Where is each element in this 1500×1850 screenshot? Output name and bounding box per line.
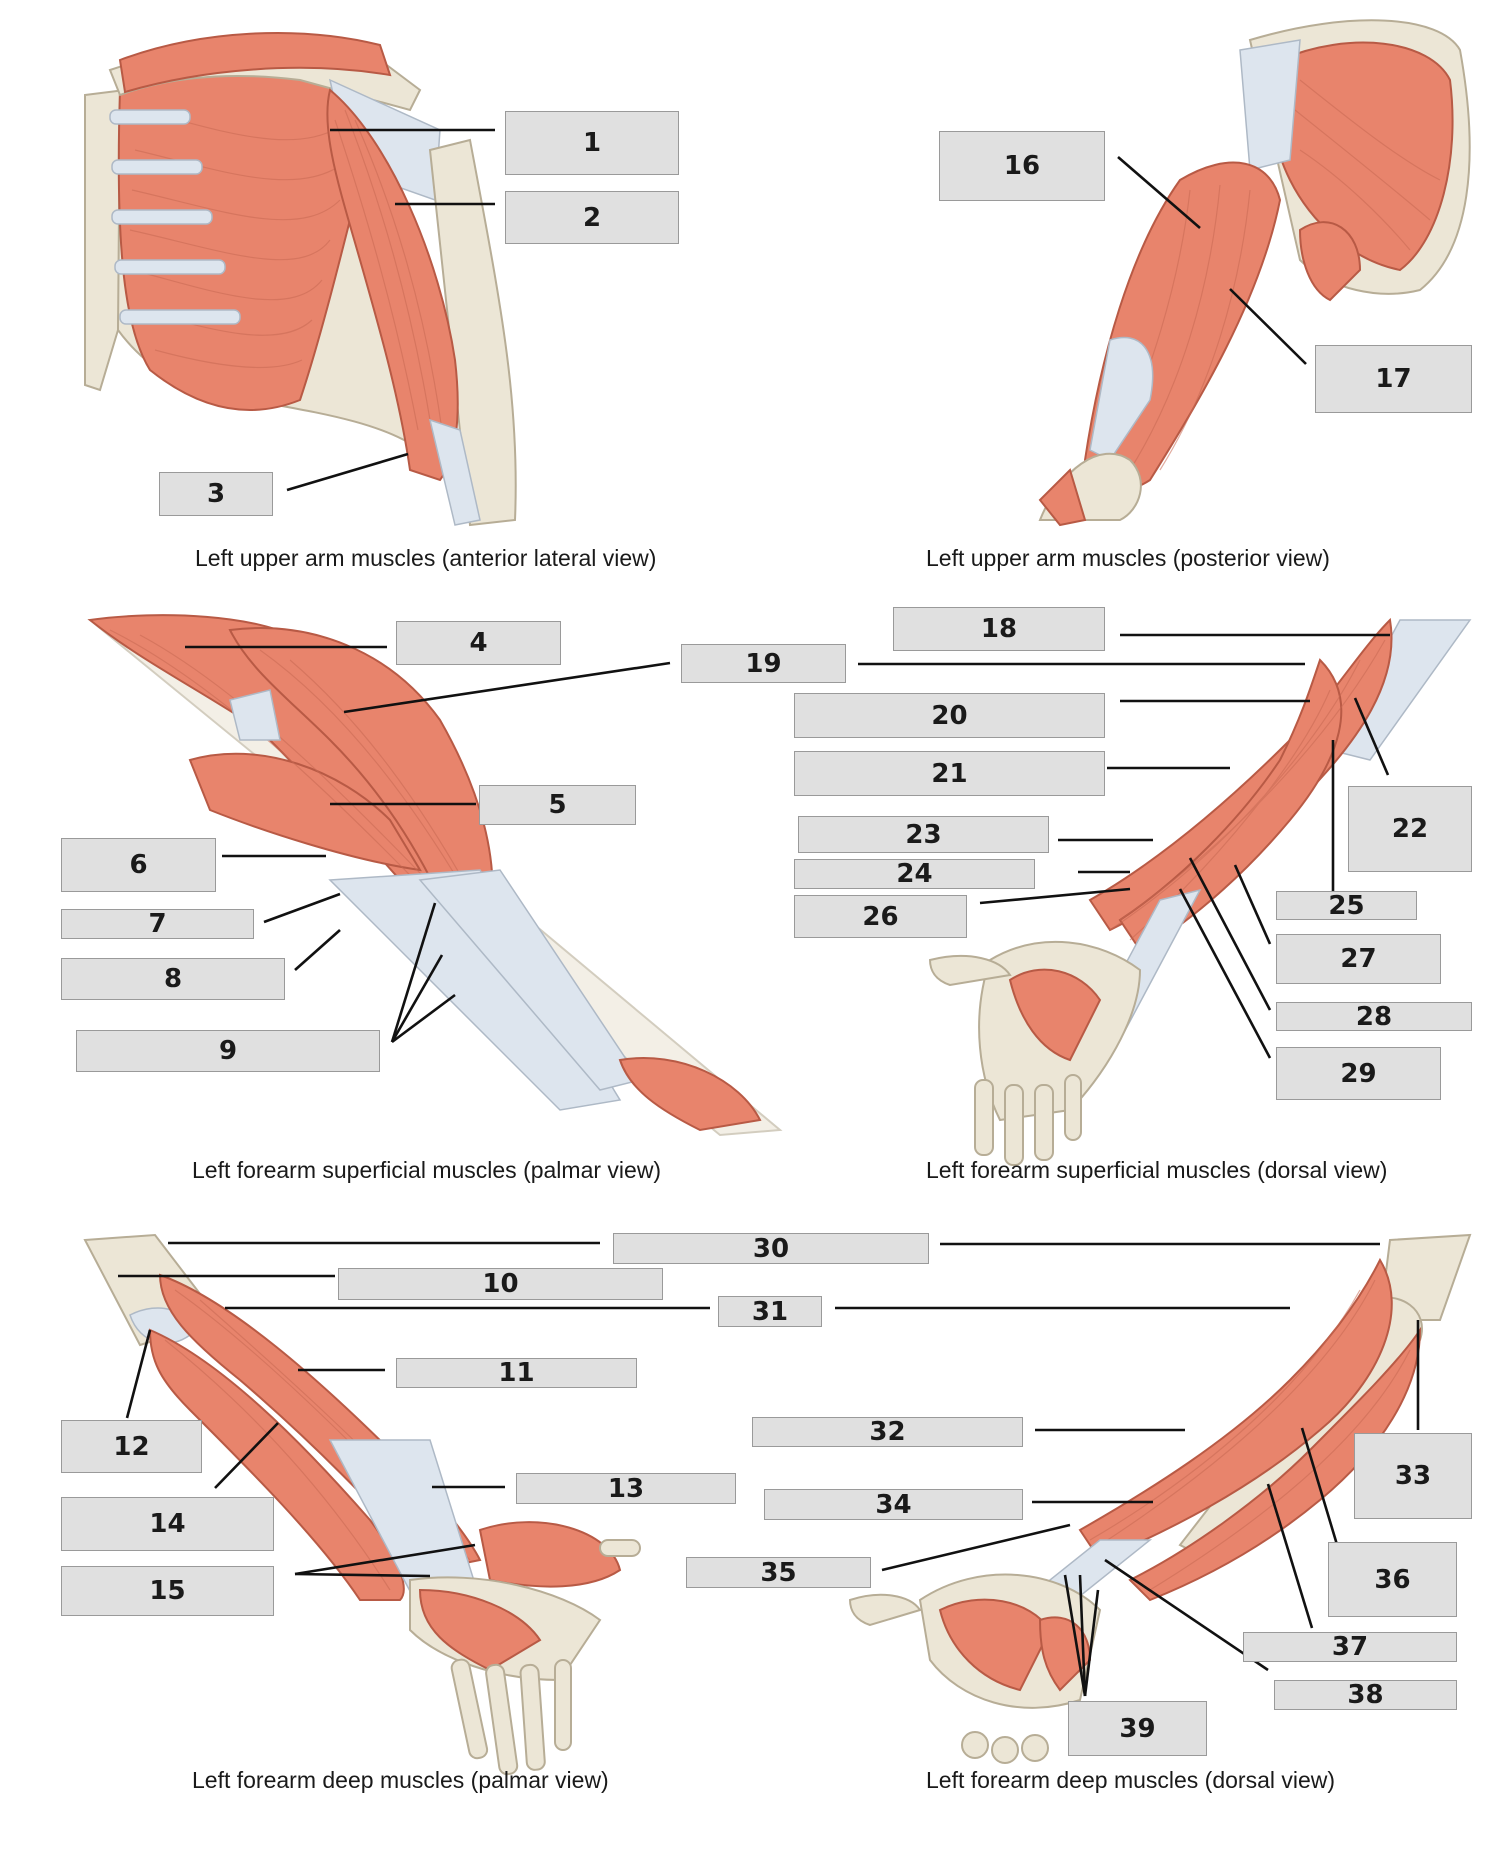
label-box-2[interactable]: 2: [505, 191, 679, 244]
label-box-12[interactable]: 12: [61, 1420, 202, 1473]
label-box-18[interactable]: 18: [893, 607, 1105, 651]
label-box-30[interactable]: 30: [613, 1233, 929, 1264]
label-box-9[interactable]: 9: [76, 1030, 380, 1072]
label-box-1[interactable]: 1: [505, 111, 679, 175]
label-box-10[interactable]: 10: [338, 1268, 663, 1300]
label-box-7[interactable]: 7: [61, 909, 254, 939]
illustration-upper-arm-anterior: [84, 32, 517, 527]
caption-forearm-deep-palmar: Left forearm deep muscles (palmar view): [192, 1767, 609, 1793]
label-box-11[interactable]: 11: [396, 1358, 637, 1388]
label-box-31[interactable]: 31: [718, 1296, 822, 1327]
caption-upper-arm-posterior: Left upper arm muscles (posterior view): [926, 545, 1330, 571]
label-box-39[interactable]: 39: [1068, 1701, 1207, 1756]
label-box-19[interactable]: 19: [681, 644, 846, 683]
label-box-28[interactable]: 28: [1276, 1002, 1472, 1032]
label-box-26[interactable]: 26: [794, 895, 967, 938]
label-box-22[interactable]: 22: [1348, 786, 1472, 872]
label-box-29[interactable]: 29: [1276, 1047, 1441, 1100]
label-box-15[interactable]: 15: [61, 1566, 274, 1616]
label-box-5[interactable]: 5: [479, 785, 636, 825]
label-box-14[interactable]: 14: [61, 1497, 274, 1551]
illustration-forearm-superficial-dorsal: [928, 617, 1472, 1166]
label-box-24[interactable]: 24: [794, 859, 1035, 889]
label-box-13[interactable]: 13: [516, 1473, 736, 1504]
label-box-38[interactable]: 38: [1274, 1680, 1457, 1710]
label-box-34[interactable]: 34: [764, 1489, 1023, 1520]
caption-upper-arm-anterior: Left upper arm muscles (anterior lateral…: [195, 545, 657, 571]
leader-lines: [118, 128, 1420, 1697]
caption-forearm-superficial-dorsal: Left forearm superficial muscles (dorsal…: [926, 1157, 1388, 1183]
label-box-25[interactable]: 25: [1276, 891, 1417, 921]
label-box-27[interactable]: 27: [1276, 934, 1441, 984]
label-box-8[interactable]: 8: [61, 958, 285, 1000]
illustration-forearm-deep-palmar: [83, 1233, 641, 1776]
label-box-33[interactable]: 33: [1354, 1433, 1472, 1519]
label-box-36[interactable]: 36: [1328, 1542, 1457, 1617]
label-box-21[interactable]: 21: [794, 751, 1105, 796]
label-box-3[interactable]: 3: [159, 472, 273, 516]
label-box-17[interactable]: 17: [1315, 345, 1472, 413]
label-box-16[interactable]: 16: [939, 131, 1105, 201]
label-box-32[interactable]: 32: [752, 1417, 1023, 1447]
label-box-23[interactable]: 23: [798, 816, 1049, 853]
label-box-6[interactable]: 6: [61, 838, 216, 892]
label-box-4[interactable]: 4: [396, 621, 561, 665]
caption-forearm-deep-dorsal: Left forearm deep muscles (dorsal view): [926, 1767, 1336, 1793]
label-box-35[interactable]: 35: [686, 1557, 871, 1588]
illustration-upper-arm-posterior: [1038, 19, 1471, 527]
caption-forearm-superficial-palmar: Left forearm superficial muscles (palmar…: [192, 1157, 662, 1183]
illustration-forearm-superficial-palmar: [87, 614, 783, 1137]
label-box-20[interactable]: 20: [794, 693, 1105, 738]
label-box-37[interactable]: 37: [1243, 1632, 1457, 1662]
